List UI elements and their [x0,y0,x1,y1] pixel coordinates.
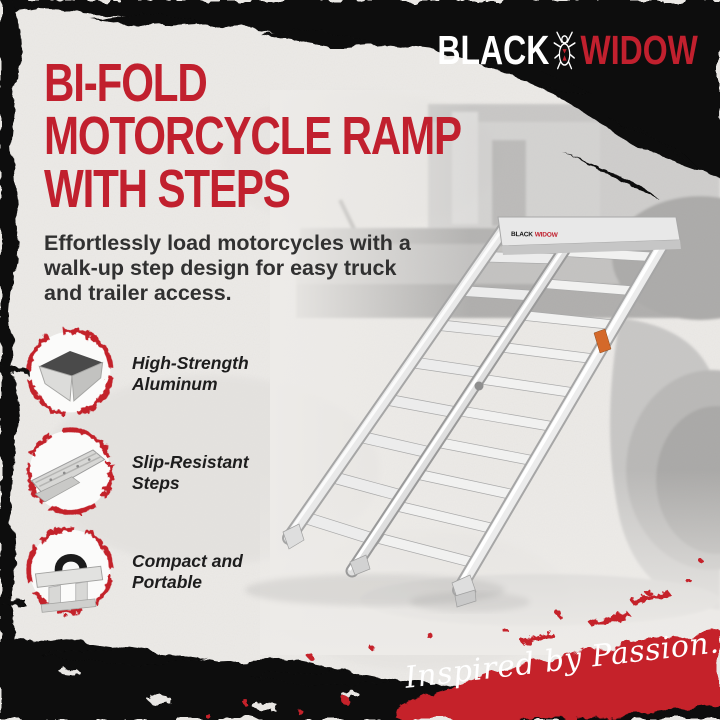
feature-list: High-Strength Aluminum Slip-Resistant St… [20,324,284,621]
spider-icon [554,31,577,70]
headline-line-1: BI-FOLD [44,53,208,113]
headline-line-2: MOTORCYCLE RAMP [44,106,462,166]
feature-label: Compact and Portable [132,550,243,592]
feature-label: Slip-Resistant Steps [132,451,249,493]
headline-line-3: WITH STEPS [44,159,291,219]
ramp-steps [377,246,659,569]
hinge-knuckle [474,381,484,391]
feature-item-aluminum: High-Strength Aluminum [20,324,284,423]
folded-ramp-handle-icon [26,525,114,618]
brand-logo: BLACK WIDOW [438,26,698,74]
feature-item-steps: Slip-Resistant Steps [20,423,284,522]
aluminum-corner-icon [26,327,114,418]
brand-name-black: BLACK [437,26,550,73]
description-text: Effortlessly load motorcycles with a wal… [44,231,411,305]
top-grunge-brush [0,0,720,200]
ramp-rails [282,219,678,597]
feature-item-portable: Compact and Portable [20,522,284,621]
warning-sticker [593,328,612,354]
ramp-feet [282,523,477,608]
red-brush-band [205,558,720,720]
brand-name-red: WIDOW [580,26,698,73]
headline: BI-FOLD MOTORCYCLE RAMP WITH STEPS [44,53,579,219]
left-grunge-brush [0,0,30,720]
slip-resistant-step-icon [26,426,114,516]
feature-label: High-Strength Aluminum [132,352,249,394]
